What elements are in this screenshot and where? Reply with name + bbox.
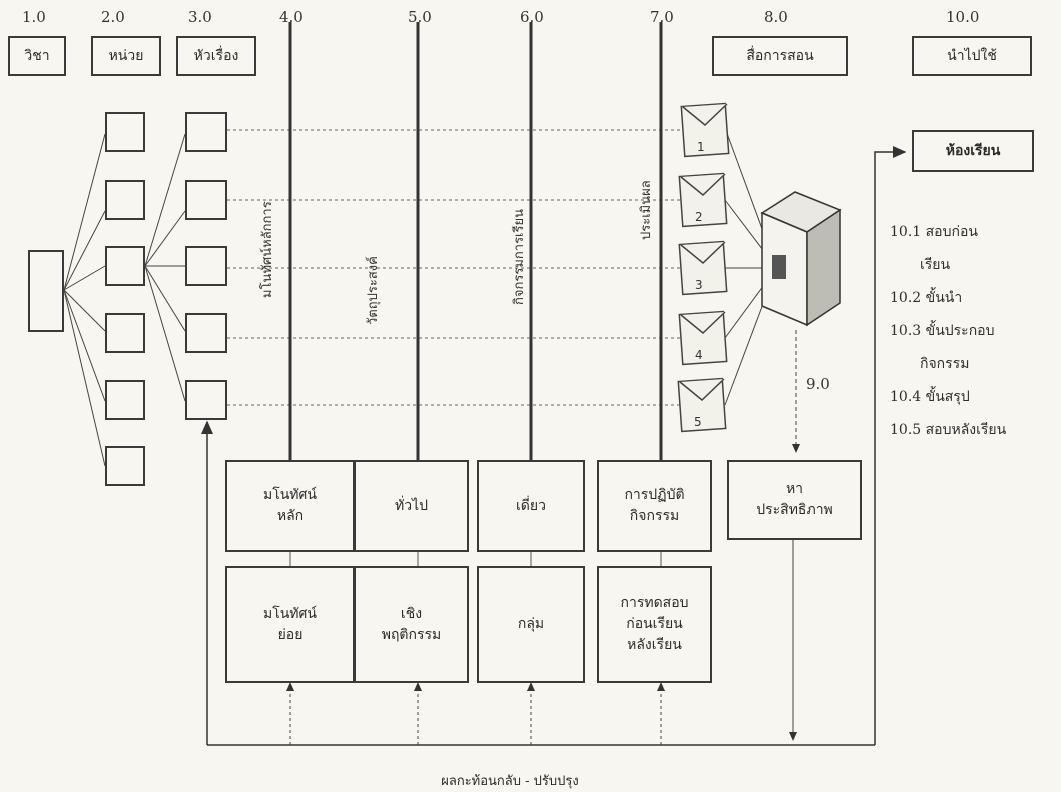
label-8-0: 8.0 — [764, 8, 788, 26]
unit-topic-links — [145, 134, 185, 401]
label-2-0: 2.0 — [101, 8, 125, 26]
topic-node — [185, 246, 227, 286]
topic-node — [185, 112, 227, 152]
step-item: 10.3 ขั้นประกอบ — [890, 315, 1006, 348]
subject-box: วิชา — [8, 36, 66, 76]
step-item: 10.2 ขั้นนำ — [890, 282, 1006, 315]
envelope-number: 3 — [695, 278, 703, 292]
label-4-0: 4.0 — [279, 8, 303, 26]
envelope-number: 5 — [694, 415, 702, 429]
sub-concept-box: มโนทัศน์ย่อย — [225, 566, 355, 683]
envelope-number: 2 — [695, 210, 703, 224]
vertical-columns — [290, 22, 661, 460]
activity-vertical-label: กิจกรรมการเรียน — [508, 209, 529, 305]
classroom-box: ห้องเรียน — [912, 130, 1034, 172]
media-box: สื่อการสอน — [712, 36, 848, 76]
topic-node — [185, 180, 227, 220]
group-activity-box: กลุ่ม — [477, 566, 585, 683]
main-concept-box: มโนทัศน์หลัก — [225, 460, 355, 552]
stack-links — [290, 552, 661, 566]
unit-node — [105, 180, 145, 220]
unit-box: หน่วย — [91, 36, 161, 76]
single-activity-box: เดี่ยว — [477, 460, 585, 552]
topic-node — [185, 313, 227, 353]
classroom-steps: 10.1 สอบก่อน เรียน 10.2 ขั้นนำ 10.3 ขั้น… — [890, 216, 1006, 447]
dotted-guides — [227, 130, 682, 405]
label-6-0: 6.0 — [520, 8, 544, 26]
feedback-label: ผลกะท้อนกลับ - ปรับปรุง — [360, 770, 660, 791]
label-1-0: 1.0 — [22, 8, 46, 26]
unit-node — [105, 112, 145, 152]
label-3-0: 3.0 — [188, 8, 212, 26]
step-item: เรียน — [890, 249, 1006, 282]
subject-node — [28, 250, 64, 332]
feedback-arrows — [290, 683, 661, 745]
apply-box: นำไปใช้ — [912, 36, 1032, 76]
unit-node — [105, 313, 145, 353]
efficiency-box: หาประสิทธิภาพ — [727, 460, 862, 540]
step-item: 10.5 สอบหลังเรียน — [890, 414, 1006, 447]
topic-box: หัวเรื่อง — [176, 36, 256, 76]
step-item: 10.1 สอบก่อน — [890, 216, 1006, 249]
media-cabinet — [762, 192, 840, 325]
general-objective-box: ทั่วไป — [354, 460, 469, 552]
test-box: การทดสอบก่อนเรียนหลังเรียน — [597, 566, 712, 683]
step-item: กิจกรรม — [890, 348, 1006, 381]
label-9-0: 9.0 — [806, 375, 830, 393]
subject-unit-links — [64, 134, 105, 466]
unit-node — [105, 246, 145, 286]
step-item: 10.4 ขั้นสรุป — [890, 381, 1006, 414]
unit-node — [105, 446, 145, 486]
label-5-0: 5.0 — [408, 8, 432, 26]
topic-node — [185, 380, 227, 420]
concept-vertical-label: มโนทัศน์หลักการ — [256, 201, 277, 298]
label-10-0: 10.0 — [946, 8, 979, 26]
unit-node — [105, 380, 145, 420]
practice-box: การปฏิบัติกิจกรรม — [597, 460, 712, 552]
envelope-number: 1 — [697, 140, 705, 154]
envelope-number: 4 — [695, 348, 703, 362]
evaluation-vertical-label: ประเมินผล — [635, 180, 656, 240]
objective-vertical-label: วัตถุประสงค์ — [362, 256, 383, 325]
label-7-0: 7.0 — [650, 8, 674, 26]
behavioral-objective-box: เชิงพฤติกรรม — [354, 566, 469, 683]
